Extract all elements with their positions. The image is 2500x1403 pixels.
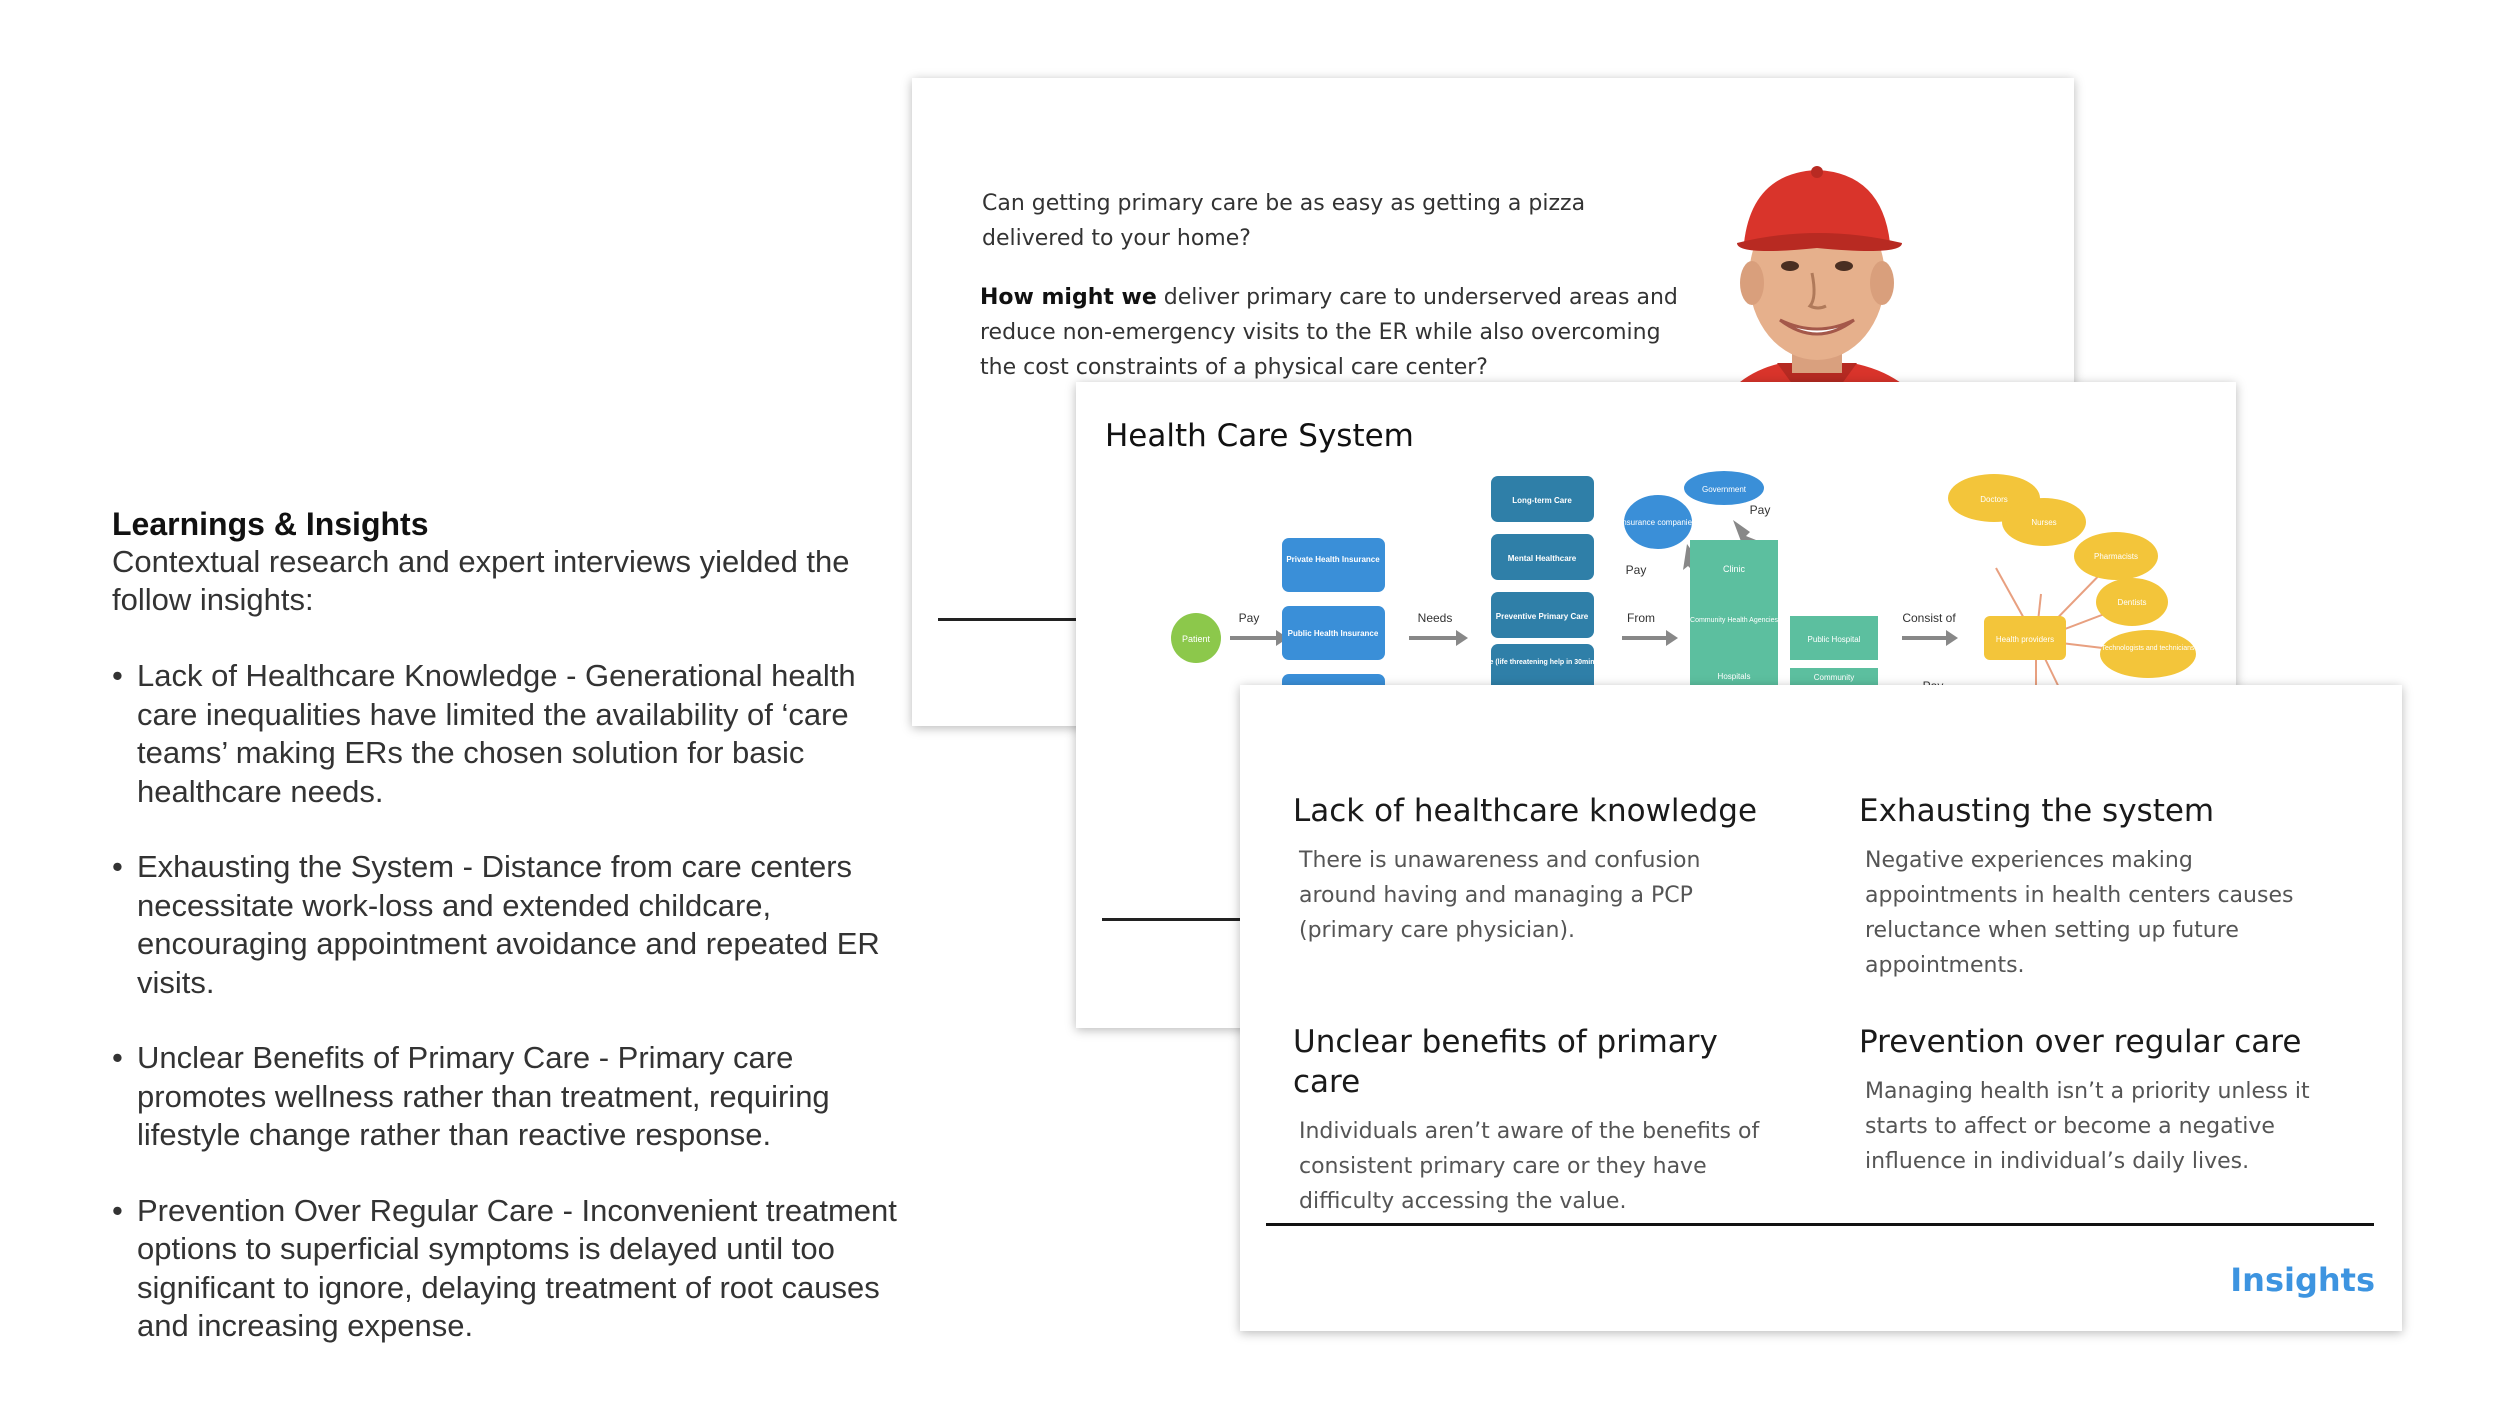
insight-card: Prevention over regular care Managing he… [1859, 1022, 2339, 1179]
government-node: Government [1702, 485, 1747, 494]
hmw-text: deliver primary care to underserved area… [980, 285, 1678, 380]
bullet-text: Exhausting the System - Distance from ca… [137, 849, 880, 1000]
list-item: • Prevention Over Regular Care - Inconven… [112, 1192, 912, 1346]
learnings-section: Learnings & Insights Contextual research… [112, 505, 912, 1383]
private-insurance-node: Private Health Insurance [1286, 555, 1380, 564]
insight-title: Exhausting the system [1859, 793, 2215, 829]
divider [1102, 918, 1242, 921]
patient-node: Patient [1182, 634, 1211, 644]
learnings-title: Learnings & Insights [112, 506, 429, 542]
bullet-icon: • [112, 1192, 123, 1228]
community-health-agencies: Community Health Agencies [1690, 617, 1778, 624]
divider [1266, 1223, 2374, 1226]
clinic-node: Clinic [1723, 564, 1746, 574]
insight-card: Lack of healthcare knowledge There is un… [1293, 791, 1773, 948]
bullet-text: Lack of Healthcare Knowledge - Generatio… [137, 658, 856, 809]
insight-card: Unclear benefits of primary care Individ… [1293, 1022, 1773, 1219]
list-item: • Lack of Healthcare Knowledge - Generati… [112, 657, 912, 811]
bullet-text: Prevention Over Regular Care - Inconveni… [137, 1192, 897, 1344]
slide-title: Health Care System [1105, 418, 1414, 454]
slide-question: Can getting primary care be as easy as g… [982, 191, 1586, 251]
dentists-node: Dentists [2118, 598, 2147, 607]
preventive-care-node: Preventive Primary Care [1496, 612, 1589, 621]
slide-insights: Lack of healthcare knowledge There is un… [1240, 685, 2402, 1331]
divider [938, 618, 1078, 621]
community-node: Community [1814, 673, 1854, 682]
long-term-care-node: Long-term Care [1512, 496, 1572, 505]
pay-label: Pay [1750, 503, 1771, 517]
from-label: From [1627, 611, 1655, 625]
emergency-care-node: Emergency Care (life threatening help in… [1438, 659, 1646, 666]
needs-label: Needs [1418, 611, 1453, 625]
insight-body: Managing health isn’t a priority unless … [1865, 1079, 2310, 1174]
list-item: • Unclear Benefits of Primary Care - Prim… [112, 1039, 912, 1155]
insight-card: Exhausting the system Negative experienc… [1859, 791, 2339, 983]
insight-body: There is unawareness and confusion aroun… [1299, 848, 1701, 943]
pharmacists-node: Pharmacists [2094, 552, 2138, 561]
pay-label: Pay [1626, 563, 1647, 577]
nurses-node: Nurses [2031, 518, 2056, 527]
technologists-node: Technologists and technicians [2101, 645, 2195, 652]
health-providers-node: Health providers [1996, 635, 2054, 644]
pay-label: Pay [1239, 611, 1260, 625]
insurance-companies-node: Insurance companies [1620, 518, 1696, 527]
doctors-node: Doctors [1980, 495, 2008, 504]
insight-body: Individuals aren’t aware of the benefits… [1299, 1119, 1760, 1214]
public-insurance-node: Public Health Insurance [1288, 629, 1379, 638]
insight-title: Lack of healthcare knowledge [1293, 793, 1758, 829]
insight-title: Unclear benefits of primary care [1293, 1024, 1718, 1100]
bullet-icon: • [112, 1040, 123, 1075]
learnings-intro: Contextual research and expert interview… [112, 544, 850, 617]
insight-title: Prevention over regular care [1859, 1024, 2302, 1060]
insights-tag: Insights [2230, 1261, 2375, 1299]
bullet-icon: • [112, 849, 123, 884]
mental-healthcare-node: Mental Healthcare [1508, 554, 1577, 563]
consist-of-label: Consist of [1902, 611, 1956, 625]
bullet-text: Unclear Benefits of Primary Care - Prima… [137, 1040, 830, 1152]
public-hospital-node: Public Hospital [1808, 635, 1861, 644]
list-item: • Exhausting the System - Distance from c… [112, 848, 912, 1002]
insight-body: Negative experiences making appointments… [1865, 848, 2294, 978]
insights-list: • Lack of Healthcare Knowledge - Generati… [112, 657, 912, 1346]
hospitals-label: Hospitals [1718, 672, 1751, 681]
bullet-icon: • [112, 658, 123, 693]
slide-hmw: How might we deliver primary care to und… [980, 280, 1680, 385]
hmw-bold: How might we [980, 285, 1157, 310]
